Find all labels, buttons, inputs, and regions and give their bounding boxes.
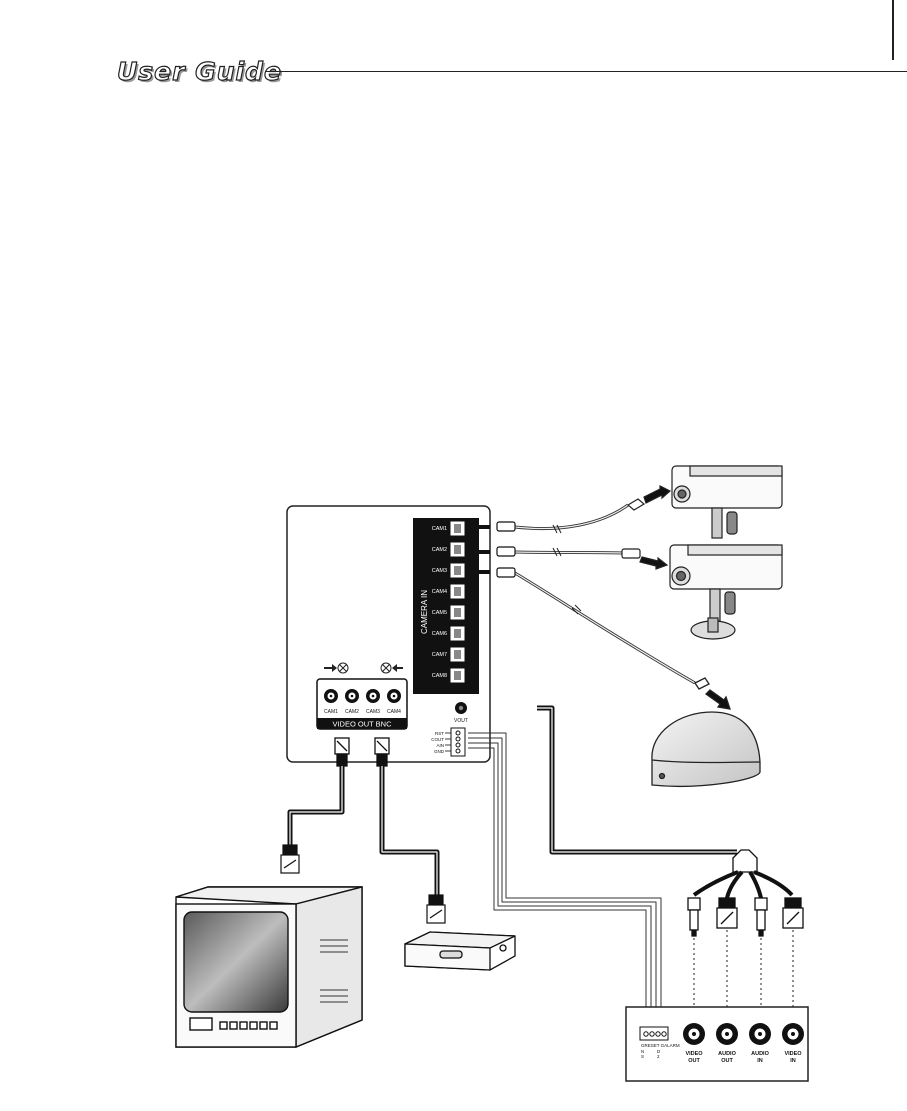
vcr-jack-label-line2: OUT [721,1058,733,1064]
vcr-terminal-sub-label: D [657,1049,661,1054]
bnc-jack-label: CAM3 [366,709,380,715]
cam-port-label: CAM5 [432,610,447,616]
cam-port-4: CAM4 [432,583,466,600]
terminal-label: COUT [431,737,444,742]
vcr-terminal-sub-label: N [641,1049,644,1054]
bnc-plug-icon [280,844,446,924]
vcr-terminal-header: GRESET GALARM [641,1043,680,1048]
vcr-terminal-sub-label: S [641,1054,644,1059]
page-header: User Guide [116,55,907,91]
vcr-jack-label-line1: VIDEO [784,1051,802,1057]
cam-port-label: CAM1 [432,526,447,532]
camera-plug-icon [496,521,516,578]
bnc-plug-icon [334,737,390,767]
vcr-terminal-subs: NS D2 [641,1049,661,1059]
cam-port-label: CAM4 [432,589,447,595]
cam-port-1: CAM1 [432,520,466,537]
camera-in-block [413,518,479,694]
bnc-jack-list: CAM1 CAM2 CAM3 CAM4 [324,689,401,715]
cam-port-5: CAM5 [432,604,466,621]
vcr-jack-label-line2: IN [757,1058,763,1064]
terminal-screw-icon [455,736,461,742]
cables [287,503,737,1040]
cam-port-label: CAM7 [432,652,447,658]
vcr-jack-label-line1: AUDIO [751,1051,769,1057]
monitor-icon [175,886,363,1049]
terminal-screw-icon [455,730,461,736]
pir-sensor-icon [651,677,761,787]
cam-port-label: CAM3 [432,568,447,574]
vcr-terminal-sub-label: 2 [657,1054,660,1059]
cam-port-label: CAM8 [432,673,447,679]
bnc-jack-3: CAM3 [366,689,380,715]
vcr-jack-label-line1: AUDIO [718,1051,736,1057]
cam-port-7: CAM7 [432,646,466,663]
bnc-jack-label: CAM1 [324,709,338,715]
bnc-jack-2: CAM2 [345,689,359,715]
header-title: User Guide [116,56,282,86]
bnc-jack-label: CAM4 [387,709,401,715]
cam-port-label: CAM2 [432,547,447,553]
cam-port-6: CAM6 [432,625,466,642]
bnc-jack-1: CAM1 [324,689,338,715]
vcr-unit-icon [404,931,516,971]
terminal-screw-icon [455,742,461,748]
video-out-bnc-label: VIDEO OUT BNC [332,720,392,729]
camera-in-label: CAMERA IN [420,590,429,634]
vout-label: VOUT [454,718,468,724]
terminal-label: RST [435,731,444,736]
bnc-jack-label: CAM2 [345,709,359,715]
terminal-label: GND [434,749,445,754]
header-rule [265,71,907,73]
terminal-label: AIN [436,743,444,748]
vcr-jack-label-line2: OUT [688,1058,700,1064]
cam-port-label: CAM6 [432,631,447,637]
vcr-jack-label-line1: VIDEO [685,1051,703,1057]
cam-port-3: CAM3 [432,562,466,579]
camera-icon [626,465,783,539]
camera-icon [621,544,783,640]
vcr-jack-label-line2: IN [790,1058,796,1064]
cross-circle-icon [324,662,403,674]
av-splitter-icon [687,849,804,1016]
dvr-rear-panel: CAMERA IN CAM1CAM2CAM3CAM4CAM5CAM6CAM7CA… [286,505,491,767]
cam-port-2: CAM2 [432,541,466,558]
terminal-screw-icon [455,748,461,754]
arrow-icon [468,521,490,578]
cam-port-8: CAM8 [432,667,466,684]
bnc-jack-4: CAM4 [387,689,401,715]
page-edge-line [892,0,894,60]
